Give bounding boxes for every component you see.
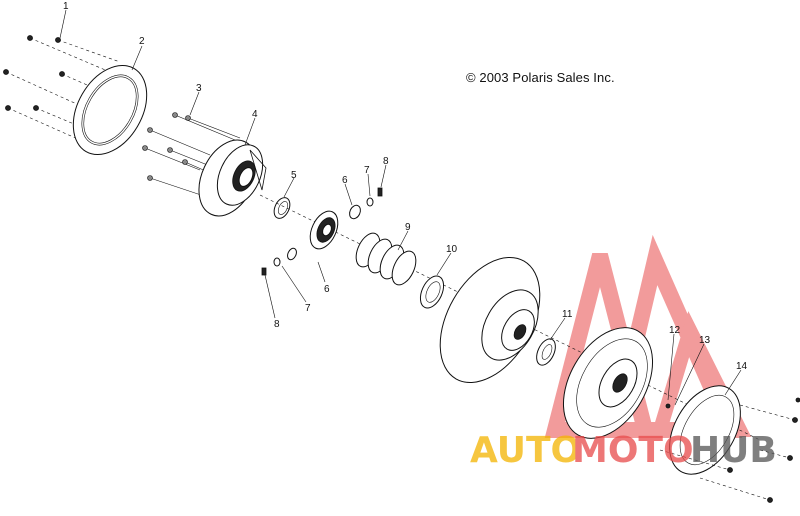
callout-7-upper: 7 [364, 165, 370, 176]
gasket-item14 [669, 385, 741, 475]
copyright-text: © 2003 Polaris Sales Inc. [466, 70, 615, 85]
callout-13: 13 [699, 335, 711, 346]
callout-6-lower: 6 [324, 284, 330, 295]
sheave-disc [439, 256, 541, 384]
leader-lines [59, 9, 742, 406]
gasket-ring [72, 64, 148, 156]
callout-6-upper: 6 [342, 175, 348, 186]
callout-14: 14 [736, 361, 748, 372]
callout-7-lower: 7 [305, 303, 311, 314]
callout-5: 5 [291, 170, 297, 181]
callout-9: 9 [405, 222, 411, 233]
cover-housing [198, 139, 267, 217]
callouts: 1 2 3 4 5 6 7 8 9 10 6 7 8 11 12 13 14 [63, 1, 748, 372]
callout-8-upper: 8 [383, 156, 389, 167]
callout-11: 11 [562, 309, 573, 320]
washer-item11 [536, 338, 556, 366]
callout-2: 2 [139, 36, 145, 47]
bearing-hub [309, 187, 383, 250]
bolts-left [3, 35, 121, 141]
callout-4: 4 [252, 109, 258, 120]
watermark-part1: AUTO [470, 430, 581, 471]
watermark-part3: HUB [690, 430, 777, 471]
watermark-part2: MOTO [572, 430, 694, 471]
spring-coil [355, 232, 417, 286]
seal-ring [273, 197, 291, 219]
lower-small-parts [261, 247, 297, 276]
callout-8-lower: 8 [274, 319, 280, 330]
spider-assembly [562, 327, 671, 439]
callout-12: 12 [669, 325, 681, 336]
callout-1: 1 [63, 1, 69, 12]
bolts-right [659, 397, 800, 503]
callout-10: 10 [446, 244, 458, 255]
callout-3: 3 [196, 83, 202, 94]
washer-item10 [419, 275, 445, 309]
watermark-text: AUTO MOTO HUB [470, 430, 777, 471]
